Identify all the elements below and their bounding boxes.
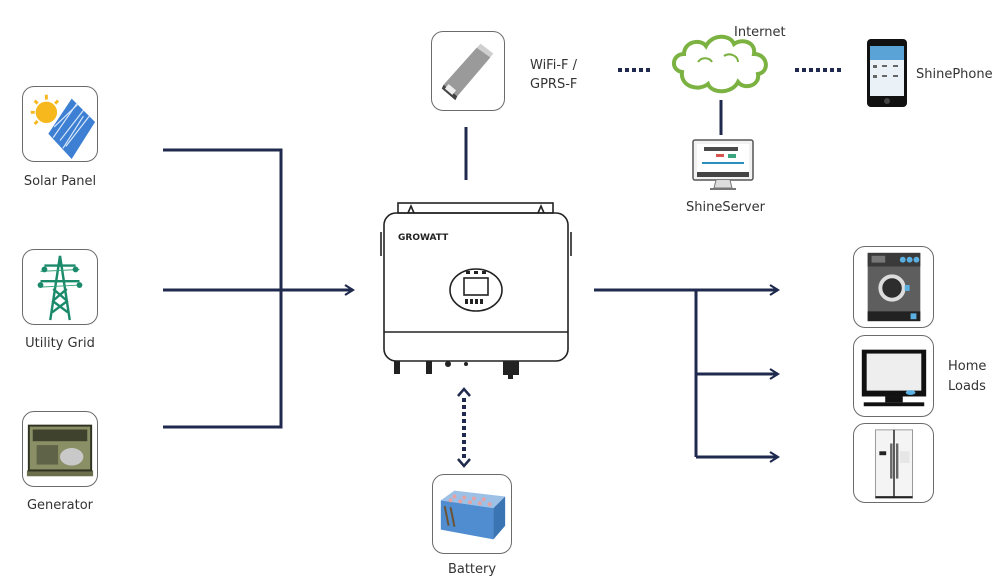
solar-panel-icon xyxy=(30,94,96,160)
shine-server xyxy=(690,138,756,194)
solar-panel-box xyxy=(22,86,98,162)
refrigerator-icon xyxy=(874,429,914,499)
monitor-icon xyxy=(692,139,754,190)
shine-phone-label: ShinePhone xyxy=(916,67,993,82)
refrigerator-box xyxy=(853,423,934,503)
battery-label: Battery xyxy=(447,562,497,577)
transmission-tower-icon xyxy=(37,255,83,321)
generator-label: Generator xyxy=(26,498,93,513)
internet-label: Internet xyxy=(734,25,786,40)
shine-phone xyxy=(866,38,908,108)
solar-panel-label: Solar Panel xyxy=(23,174,97,189)
utility-grid-box xyxy=(22,249,98,325)
internet-cloud xyxy=(668,32,774,96)
utility-grid-label: Utility Grid xyxy=(25,336,95,351)
wifi-module-label-line2: GPRS-F xyxy=(530,77,578,92)
inverter-brand-logo: GROWATT xyxy=(398,233,449,243)
cloud-icon xyxy=(672,34,768,94)
home-loads-label: Home Loads xyxy=(948,357,986,397)
tv-icon xyxy=(861,349,927,407)
home-loads-label-line2: Loads xyxy=(948,379,986,394)
battery-icon xyxy=(440,490,506,540)
shine-server-label: ShineServer xyxy=(686,200,765,215)
generator-box xyxy=(22,411,98,487)
washing-machine-box xyxy=(853,246,934,328)
generator-icon xyxy=(26,424,94,477)
inverter: GROWATT xyxy=(380,196,572,386)
wifi-module-label-line1: WiFi-F / xyxy=(530,58,578,73)
battery-box xyxy=(432,474,512,554)
wifi-module-box xyxy=(431,31,505,111)
wifi-module-label: WiFi-F / GPRS-F xyxy=(530,56,577,94)
home-loads-label-line1: Home xyxy=(948,359,987,374)
washing-machine-icon xyxy=(867,252,921,322)
smartphone-icon xyxy=(867,39,907,107)
inverter-icon: GROWATT xyxy=(380,202,572,379)
tv-box xyxy=(853,335,934,417)
wifi-module-icon xyxy=(441,43,494,101)
